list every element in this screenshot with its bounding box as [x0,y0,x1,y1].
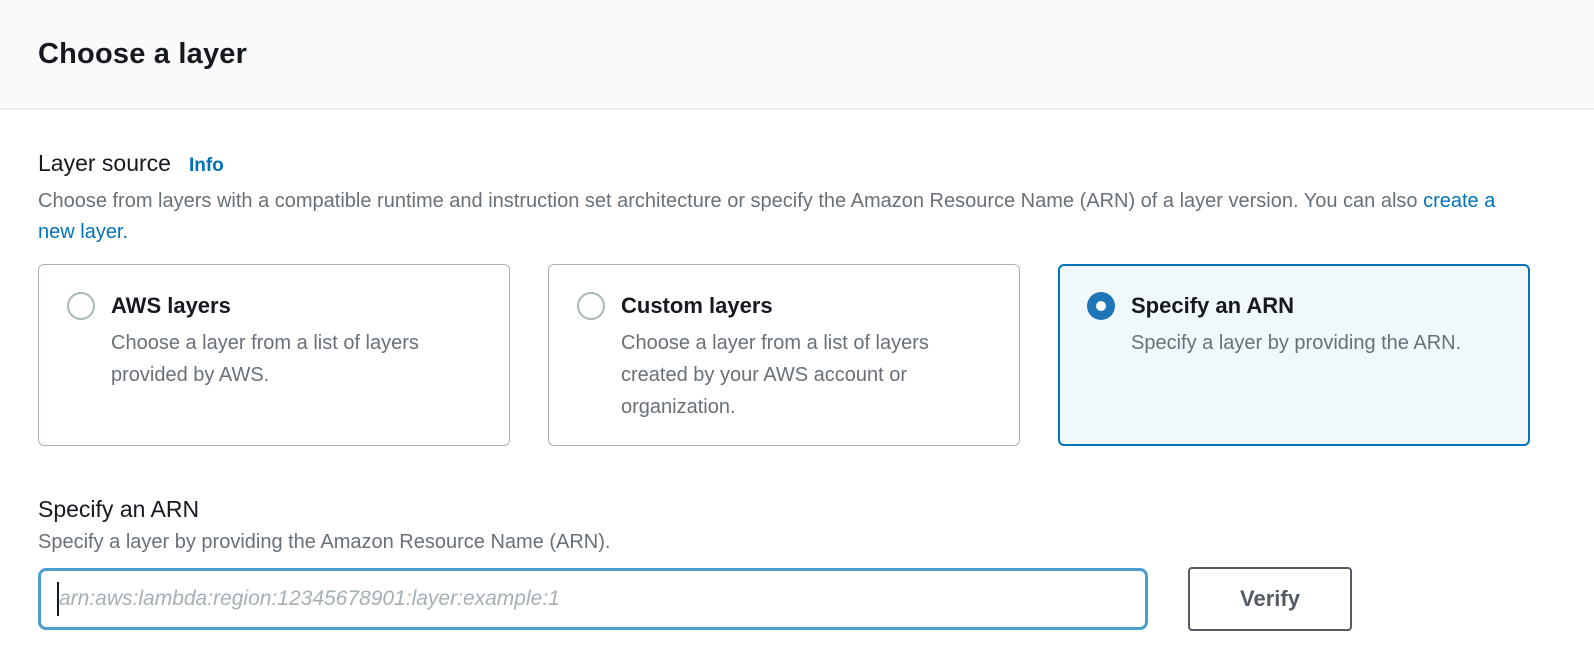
layer-source-description: Choose from layers with a compatible run… [38,186,1508,248]
radio-aws-layers[interactable] [67,292,95,320]
info-link[interactable]: Info [188,155,224,176]
verify-button[interactable]: Verify [1188,567,1352,631]
text-cursor [57,582,59,616]
tile-description: Choose a layer from a list of layers cre… [621,332,929,418]
tile-aws-layers[interactable]: AWS layers Choose a layer from a list of… [38,264,510,446]
radio-custom-layers[interactable] [577,292,605,320]
tile-description: Choose a layer from a list of layers pro… [111,332,419,386]
tile-description: Specify a layer by providing the ARN. [1131,332,1462,354]
page-title: Choose a layer [38,37,248,70]
radio-specify-an-arn[interactable] [1087,292,1115,320]
tile-custom-layers[interactable]: Custom layers Choose a layer from a list… [548,264,1020,446]
tile-specify-an-arn[interactable]: Specify an ARN Specify a layer by provid… [1058,264,1530,446]
arn-input[interactable] [38,568,1148,630]
specify-arn-title: Specify an ARN [38,496,200,522]
tile-head: Custom layers [577,292,991,320]
create-new-layer-link[interactable]: create a new layer. [38,190,1496,243]
layer-source-label-row: Layer source Info [38,150,1530,177]
tile-title: AWS layers [111,293,231,318]
panel-content: Layer source Info Choose from layers wit… [0,110,1594,631]
tile-title: Specify an ARN [1131,293,1295,318]
panel-header: Choose a layer [0,0,1594,110]
tile-title: Custom layers [621,293,773,318]
arn-input-row: Verify [38,567,1530,631]
tile-head: Specify an ARN [1087,292,1501,320]
arn-input-wrapper [38,568,1148,630]
layer-source-label: Layer source [38,150,171,176]
layer-source-tiles: AWS layers Choose a layer from a list of… [38,264,1530,446]
layer-source-description-text: Choose from layers with a compatible run… [38,190,1424,212]
specify-arn-description: Specify a layer by providing the Amazon … [38,531,611,553]
tile-head: AWS layers [67,292,481,320]
specify-arn-section: Specify an ARN Specify a layer by provid… [38,496,1530,631]
